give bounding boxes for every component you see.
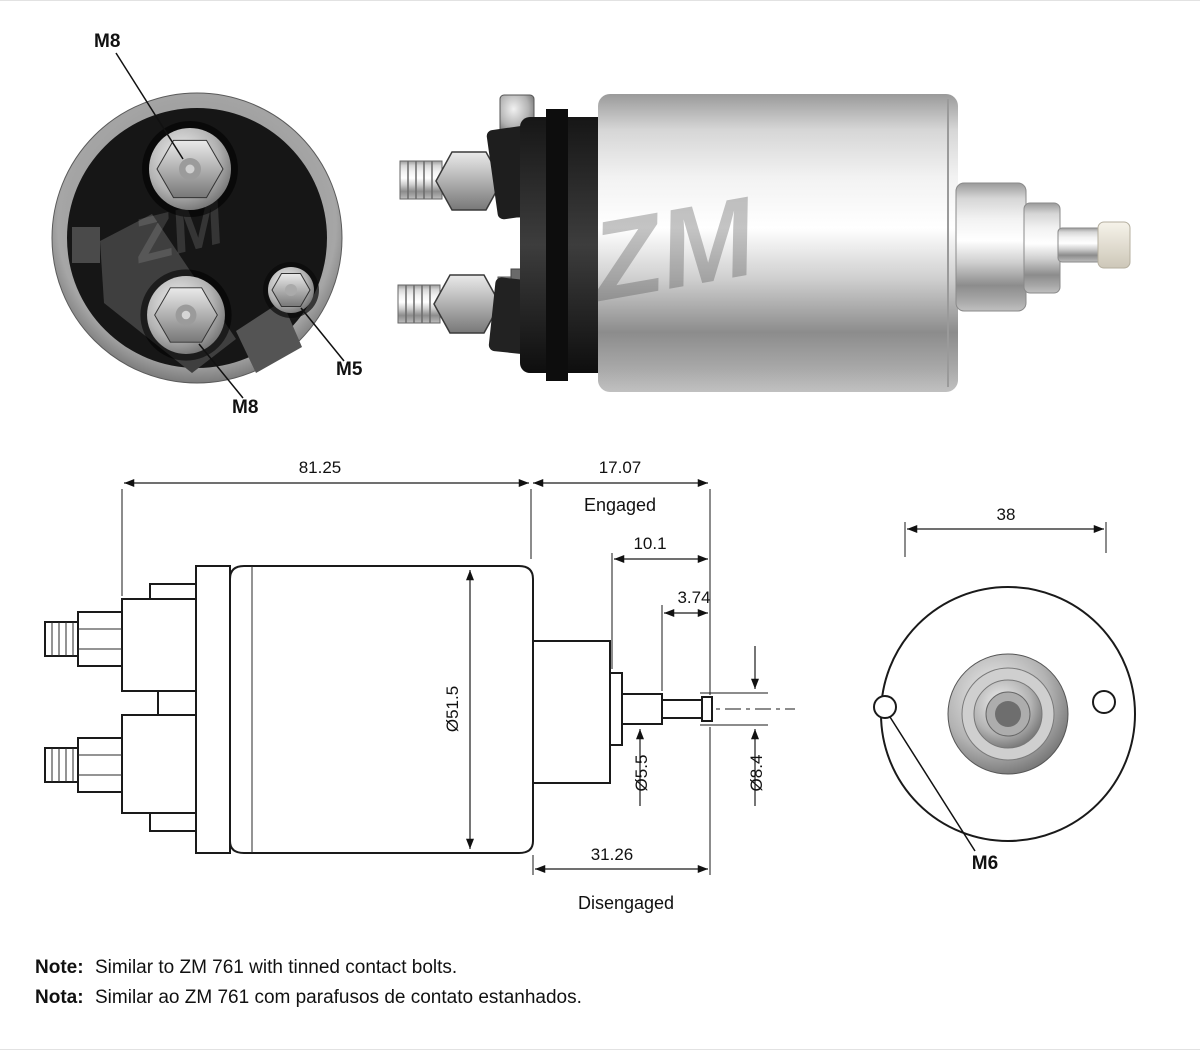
dim-10-1-label: 10.1 [633, 534, 666, 553]
watermark-side-view: ZM [580, 173, 767, 325]
label-m6: M6 [972, 853, 998, 874]
body-outline [229, 565, 534, 854]
end-view-photo: ZM M8 M5 M8 [51, 31, 363, 418]
bolt-m8-top [142, 121, 238, 217]
label-m8-bottom: M8 [232, 397, 258, 418]
bolt-m5 [263, 262, 319, 318]
plastic-tip [1097, 221, 1131, 269]
side-tab [72, 227, 100, 263]
profile-drawing: 81.25 17.07 Engaged 10.1 3.74 Ø51.5 Ø5.5… [44, 458, 795, 913]
shaft-outline [532, 640, 713, 784]
housing-flange [546, 109, 568, 381]
note-pt-label: Nota: [35, 987, 84, 1008]
bracket-left [44, 565, 231, 854]
note-pt-text: Similar ao ZM 761 com parafusos de conta… [95, 987, 582, 1008]
note-en-text: Similar to ZM 761 with tinned contact bo… [95, 957, 457, 978]
dim-17-07-label: 17.07 [599, 458, 642, 477]
plunger-rod [1057, 227, 1105, 263]
plunger-boss [955, 182, 1027, 312]
dim-51-5-label: Ø51.5 [443, 686, 462, 732]
dim-81-25-label: 81.25 [299, 458, 342, 477]
side-view-photo: ZM [397, 94, 1131, 392]
disengaged-label: Disengaged [578, 893, 674, 913]
note-en-label: Note: [35, 957, 84, 978]
dim-31-26-label: 31.26 [591, 845, 634, 864]
dim-8-4-label: Ø8.4 [747, 755, 766, 792]
solenoid-cylinder [598, 94, 958, 392]
dim-5-5-label: Ø5.5 [632, 755, 651, 792]
leader-m6 [889, 716, 976, 852]
mount-hole-right [1092, 690, 1116, 714]
front-view-drawing: 38 M6 [873, 505, 1136, 874]
bolt-m8-bottom [140, 269, 232, 361]
dim-38-label: 38 [997, 505, 1016, 524]
leader-m8-top [115, 52, 184, 160]
leader-m8-bottom [198, 343, 244, 399]
notes: Note: Similar to ZM 761 with tinned cont… [35, 957, 582, 1008]
label-m5: M5 [336, 359, 363, 380]
plunger-step [1023, 202, 1061, 294]
mount-hole-left [873, 695, 897, 719]
dim-3-74-label: 3.74 [677, 588, 710, 607]
engaged-label: Engaged [584, 495, 656, 515]
bushing-boss [947, 653, 1069, 775]
leader-m5 [300, 307, 345, 362]
contact-plate-right [236, 301, 302, 373]
label-m8-top: M8 [94, 31, 120, 52]
